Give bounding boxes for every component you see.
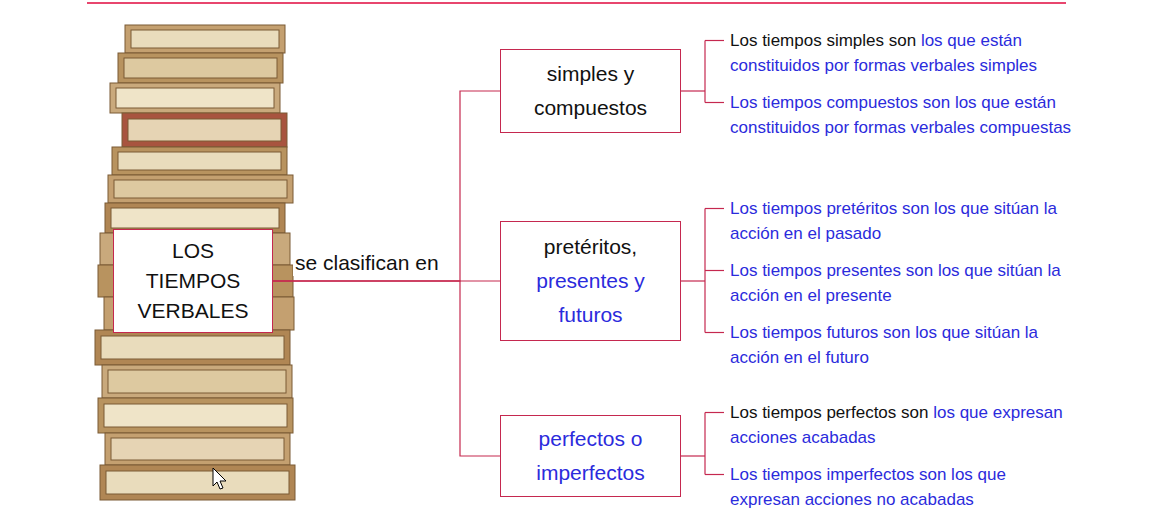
bracket [681,41,724,103]
mouse-cursor [213,468,226,489]
definition-block: Los tiempos pretéritos son los que sitúa… [730,196,1080,246]
definition-block: Los tiempos presentes son los que sitúan… [730,258,1080,308]
definition-text: Los tiempos perfectos son [730,403,928,422]
definition-text: Los tiempos simples son [730,31,916,50]
bracket-line [705,332,724,333]
definition-block: Los tiempos compuestos son los que están… [730,90,1080,140]
definition-text: Los tiempos compuestos son los que están… [730,93,1071,137]
topic-box: LOS TIEMPOS VERBALES [113,229,273,333]
bracket-line [681,455,705,456]
bracket-line [705,40,724,41]
bracket-line [704,41,705,103]
bracket [681,413,724,475]
category-box: simples y compuestos [500,49,681,133]
definition-block: Los tiempos imperfectos son los que expr… [730,462,1080,512]
bracket-line [681,280,705,281]
edge-label: se clasifican en [293,250,441,276]
definition-text: Los tiempos presentes son los que sitúan… [730,261,1061,305]
box-text: LOS TIEMPOS VERBALES [131,236,255,326]
category-box: pretéritos,presentes y futuros [500,221,681,341]
category-box: perfectos o imperfectos [500,415,681,497]
bracket [681,209,724,333]
definition-block: Los tiempos simples sonlos que están con… [730,28,1080,78]
definition-text: Los tiempos pretéritos son los que sitúa… [730,199,1057,243]
bracket-line [705,412,724,413]
definition-text: Los tiempos futuros son los que sitúan l… [730,323,1038,367]
definition-text: Los tiempos imperfectos son los que expr… [730,465,1006,509]
bracket-line [705,102,724,103]
box-text: presentes y futuros [513,264,668,332]
box-text: perfectos o imperfectos [513,422,668,490]
box-text: simples y compuestos [513,57,668,125]
bracket-line [705,208,724,209]
book-stack [95,25,295,500]
box-text: pretéritos, [544,230,637,264]
bracket-line [681,90,705,91]
bracket-line [705,474,724,475]
definition-block: Los tiempos perfectos sonlos que expresa… [730,400,1080,450]
definition-block: Los tiempos futuros son los que sitúan l… [730,320,1080,370]
bracket-line [705,270,724,271]
branch-connector [273,281,500,456]
branch-connector [273,91,500,281]
top-rule [87,2,1066,4]
bracket-line [704,413,705,475]
